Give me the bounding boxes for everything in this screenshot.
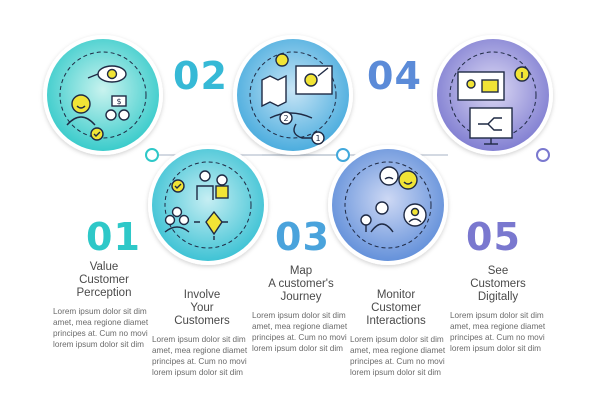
body-line: Lorem ipsum dolor sit dim	[152, 335, 246, 344]
title-line: Map	[289, 265, 313, 277]
interaction-monitor-icon	[360, 166, 427, 233]
step-title-5: See Customers Digitally	[443, 265, 553, 304]
step-number-4: 04	[367, 54, 422, 98]
step-body-3: Lorem ipsum dolor sit dim amet, mea regi…	[252, 310, 354, 354]
body-line: Lorem ipsum dolor sit dim	[252, 311, 346, 320]
body-line: lorem ipsum dolor sit dim	[53, 340, 144, 349]
step-circle-3	[233, 35, 353, 162]
team-involvement-icon	[164, 170, 229, 240]
step-number-2: 02	[173, 54, 228, 98]
body-line: amet, mea regione diamet	[450, 322, 546, 331]
body-line: Lorem ipsum dolor sit dim	[450, 311, 544, 320]
step-number-3: 03	[275, 215, 330, 259]
body-line: Lorem ipsum dolor sit dim	[350, 335, 444, 344]
body-line: principes at. Cum no movi	[53, 329, 148, 338]
body-line: principes at. Cum no movi	[252, 333, 347, 342]
step-body-5: Lorem ipsum dolor sit dim amet, mea regi…	[450, 310, 552, 354]
digital-customer-icon	[457, 66, 530, 145]
step-circle-2	[148, 145, 268, 265]
title-line: Customers	[174, 315, 230, 327]
step-title-3: Map A customer's Journey	[246, 265, 356, 304]
journey-map-icon: 2 1	[261, 53, 333, 145]
body-line: lorem ipsum dolor sit dim	[152, 368, 243, 377]
step-body-1: Lorem ipsum dolor sit dim amet, mea regi…	[53, 306, 155, 350]
customer-perception-icon: $	[66, 65, 130, 141]
body-line: principes at. Cum no movi	[350, 357, 445, 366]
body-line: lorem ipsum dolor sit dim	[350, 368, 441, 377]
body-line: lorem ipsum dolor sit dim	[450, 344, 541, 353]
svg-text:2: 2	[283, 114, 288, 123]
body-line: amet, mea regione diamet	[252, 322, 348, 331]
body-line: lorem ipsum dolor sit dim	[252, 344, 343, 353]
body-line: principes at. Cum no movi	[450, 333, 545, 342]
title-line: Digitally	[477, 291, 519, 303]
title-line: Involve	[183, 289, 221, 301]
title-line: Customers	[470, 278, 526, 290]
step-title-2: Involve Your Customers	[147, 289, 257, 328]
body-line: Lorem ipsum dolor sit dim	[53, 307, 147, 316]
title-line: Value	[89, 261, 119, 273]
title-line: Your	[190, 302, 214, 314]
body-line: amet, mea regione diamet	[53, 318, 149, 327]
step-body-4: Lorem ipsum dolor sit dim amet, mea regi…	[350, 334, 452, 378]
body-line: principes at. Cum no movi	[152, 357, 247, 366]
step-circle-1	[43, 35, 163, 162]
title-line: A customer's	[268, 278, 334, 290]
step-title-4: Monitor Customer Interactions	[341, 289, 451, 328]
step-body-2: Lorem ipsum dolor sit dim amet, mea regi…	[152, 334, 254, 378]
title-line: Perception	[76, 287, 132, 299]
step-title-1: Value Customer Perception	[49, 261, 159, 300]
svg-text:1: 1	[315, 134, 320, 143]
step-number-5: 05	[466, 215, 521, 259]
step-number-1: 01	[86, 215, 141, 259]
body-line: amet, mea regione diamet	[350, 346, 446, 355]
title-line: Customer	[371, 302, 421, 314]
title-line: See	[487, 265, 509, 277]
title-line: Customer	[79, 274, 129, 286]
svg-text:$: $	[116, 97, 121, 106]
title-line: Monitor	[376, 289, 416, 301]
title-line: Interactions	[366, 315, 426, 327]
title-line: Journey	[280, 291, 322, 303]
body-line: amet, mea regione diamet	[152, 346, 248, 355]
step-circle-4	[328, 145, 448, 265]
